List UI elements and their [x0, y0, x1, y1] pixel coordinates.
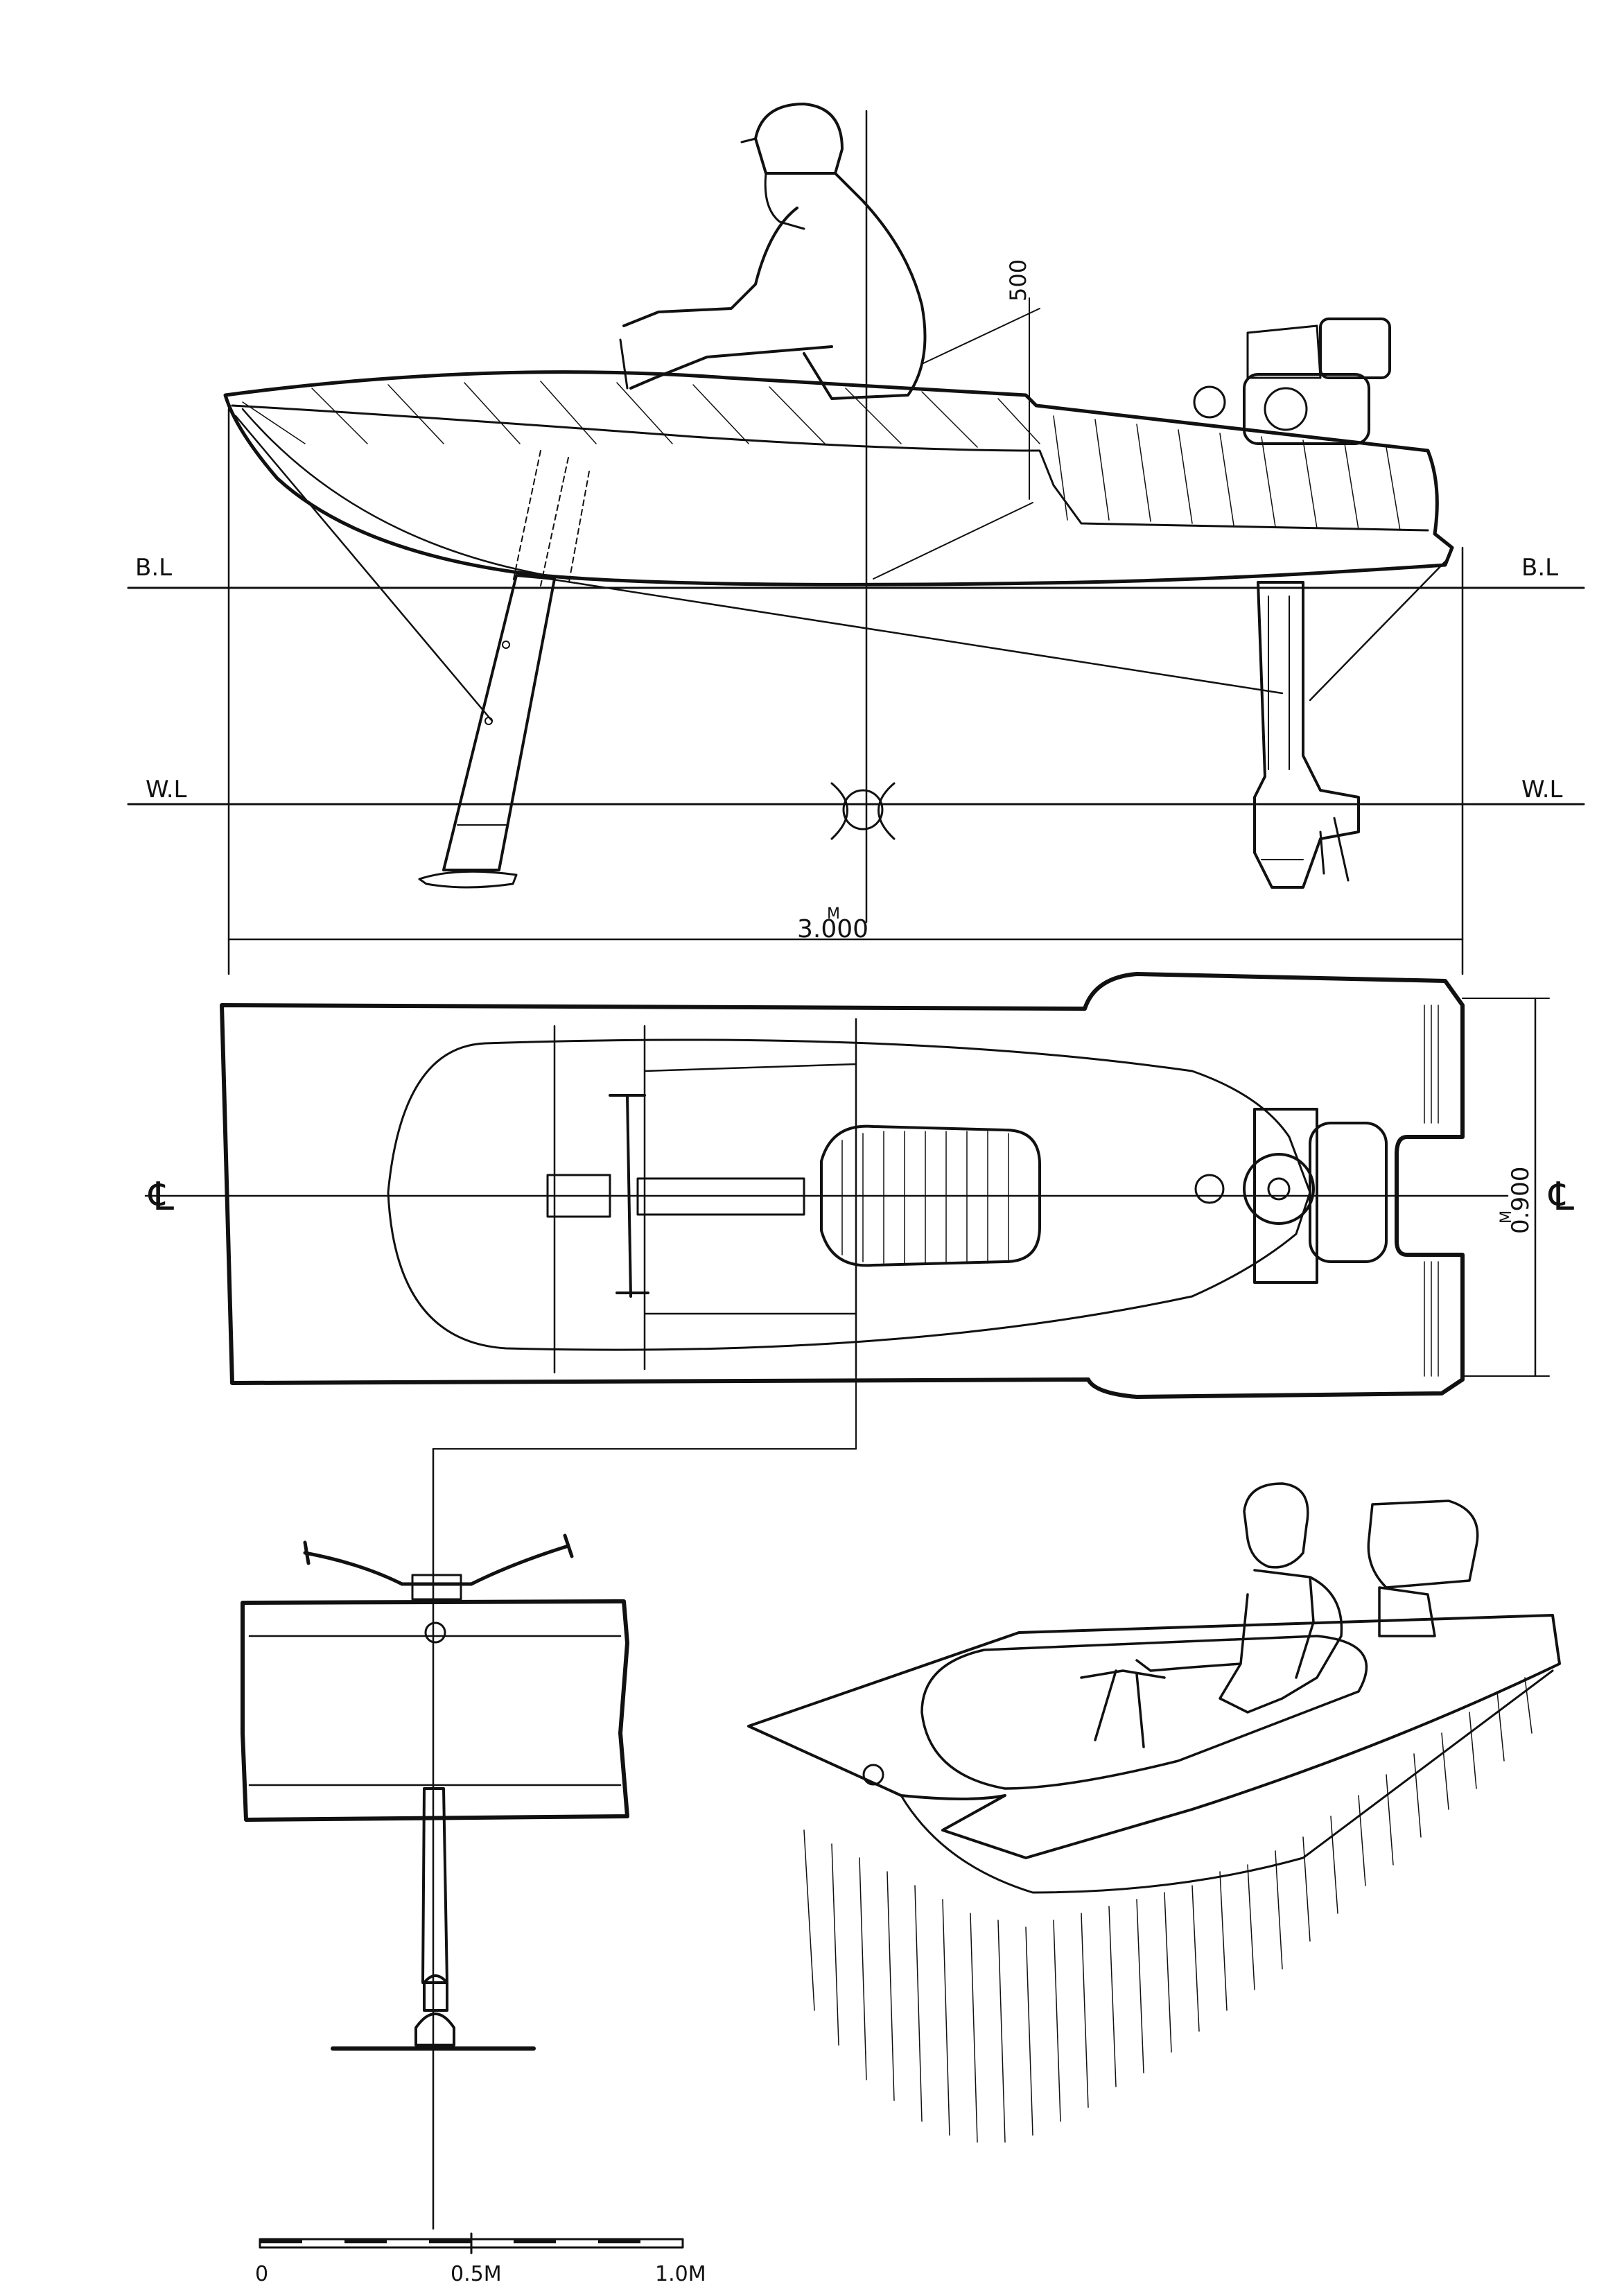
scale-bar-label-end: 1.0M: [655, 2262, 706, 2286]
hull-front-section: [241, 1599, 629, 1822]
front-stay-wire: [234, 415, 494, 722]
handlebar-front-view: [303, 1533, 574, 1586]
perspective-bow-cleat: [862, 1764, 884, 1786]
engine-top-view: [1194, 1108, 1388, 1284]
stern-outrigger-hatching: [1424, 1004, 1439, 1377]
centerline-symbol-left: ℄: [148, 1174, 174, 1219]
base-line-label-right: B.L: [1521, 554, 1558, 582]
scale-bar-label-mid: 0.5M: [451, 2262, 502, 2286]
perspective-hull-shading: [803, 1677, 1533, 2143]
scale-bar: 0 0.5M 1.0M: [255, 2232, 706, 2286]
perspective-hull-side: [900, 1669, 1554, 1894]
strut-pivot: [424, 1621, 446, 1644]
hull-plan-outline: [220, 972, 1465, 1399]
perspective-hull-deck: [747, 1614, 1561, 1859]
front-foil-strut: [418, 450, 590, 889]
hull-chine-line: [231, 404, 1429, 532]
center-of-gravity-symbol: [830, 782, 896, 840]
seat-hatching: [841, 1131, 1009, 1264]
seat-pad: [820, 1124, 1041, 1267]
engine-unit: [1193, 318, 1391, 445]
scale-bar-segment-5: [598, 2239, 640, 2243]
perspective-rider: [1135, 1482, 1343, 1714]
scale-bar-segment-1: [260, 2239, 302, 2243]
handlebar-top-view: [609, 1094, 649, 1298]
perspective-cockpit: [920, 1635, 1368, 1790]
hull-front-deck-line: [248, 1635, 622, 1786]
scale-bar-segment-2: [344, 2239, 387, 2243]
top-plan-view: ℄ ℄ M 0.900: [144, 972, 1574, 1450]
height-dimension-leader: [921, 308, 1040, 365]
scale-bar-segment-4: [514, 2239, 556, 2243]
cockpit-frame-lines: [553, 1018, 857, 1377]
steering-column: [636, 1177, 805, 1216]
scale-bar-label-start: 0: [255, 2262, 268, 2286]
outboard-motor-leg: [1253, 581, 1360, 889]
perspective-sketch: [747, 1482, 1561, 2143]
side-elevation-view: B.L B.L W.L W.L 500 M 3.000: [127, 103, 1585, 975]
rear-stay-wire: [1309, 560, 1447, 702]
beam-dimension-value: 0.900: [1507, 1167, 1535, 1234]
scale-bar-segment-3: [429, 2239, 471, 2243]
mid-stay-wire: [525, 574, 1284, 695]
water-line-label-left: W.L: [146, 776, 187, 803]
hull-deck-hatching: [242, 381, 1040, 448]
centerline-symbol-right: ℄: [1548, 1174, 1574, 1219]
water-line-label-right: W.L: [1521, 776, 1563, 803]
beam-dimension-unit: M: [1498, 1210, 1515, 1224]
cockpit-outline: [387, 1038, 1311, 1351]
foil-pod: [414, 1974, 455, 2046]
handlebar-clamp: [411, 1574, 462, 1601]
stern-hatching: [1053, 415, 1401, 531]
hull-side-profile: [223, 370, 1454, 586]
front-elevation-view: [241, 1447, 857, 2230]
steering-head: [546, 1174, 611, 1218]
length-dimension-unit: M: [827, 905, 840, 923]
perspective-engine: [1367, 1499, 1479, 1637]
bottom-keel-line: [241, 408, 570, 580]
rider-side-view: [619, 103, 927, 400]
height-dimension-leader-lower: [873, 502, 1033, 580]
length-dimension-value: 3.000: [797, 915, 868, 943]
height-dimension-value: 500: [1005, 259, 1031, 302]
base-line-label-left: B.L: [135, 554, 172, 582]
perspective-handlebar: [1080, 1669, 1166, 1748]
